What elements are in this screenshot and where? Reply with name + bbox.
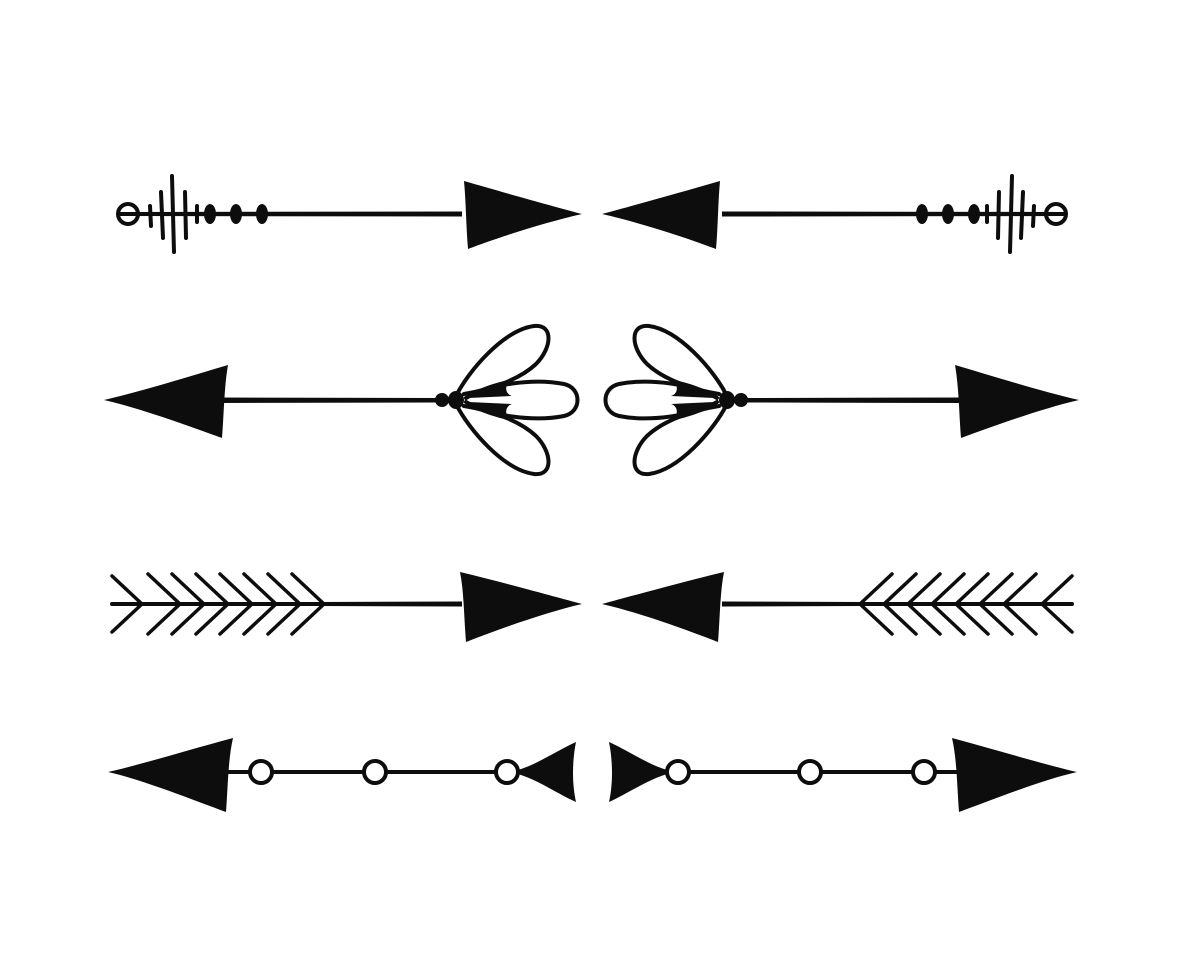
bead-arrow-left bbox=[106, 736, 578, 814]
petal-tail-arrow-left bbox=[102, 323, 580, 477]
feathered-arrow-left bbox=[600, 570, 1074, 644]
feathered-arrow-right bbox=[110, 570, 584, 644]
tally-tail-arrow-right bbox=[115, 174, 584, 254]
tally-tail-arrow-left bbox=[600, 174, 1069, 254]
bead-arrow-right bbox=[607, 736, 1079, 814]
petal-tail-arrow-right bbox=[603, 323, 1081, 477]
